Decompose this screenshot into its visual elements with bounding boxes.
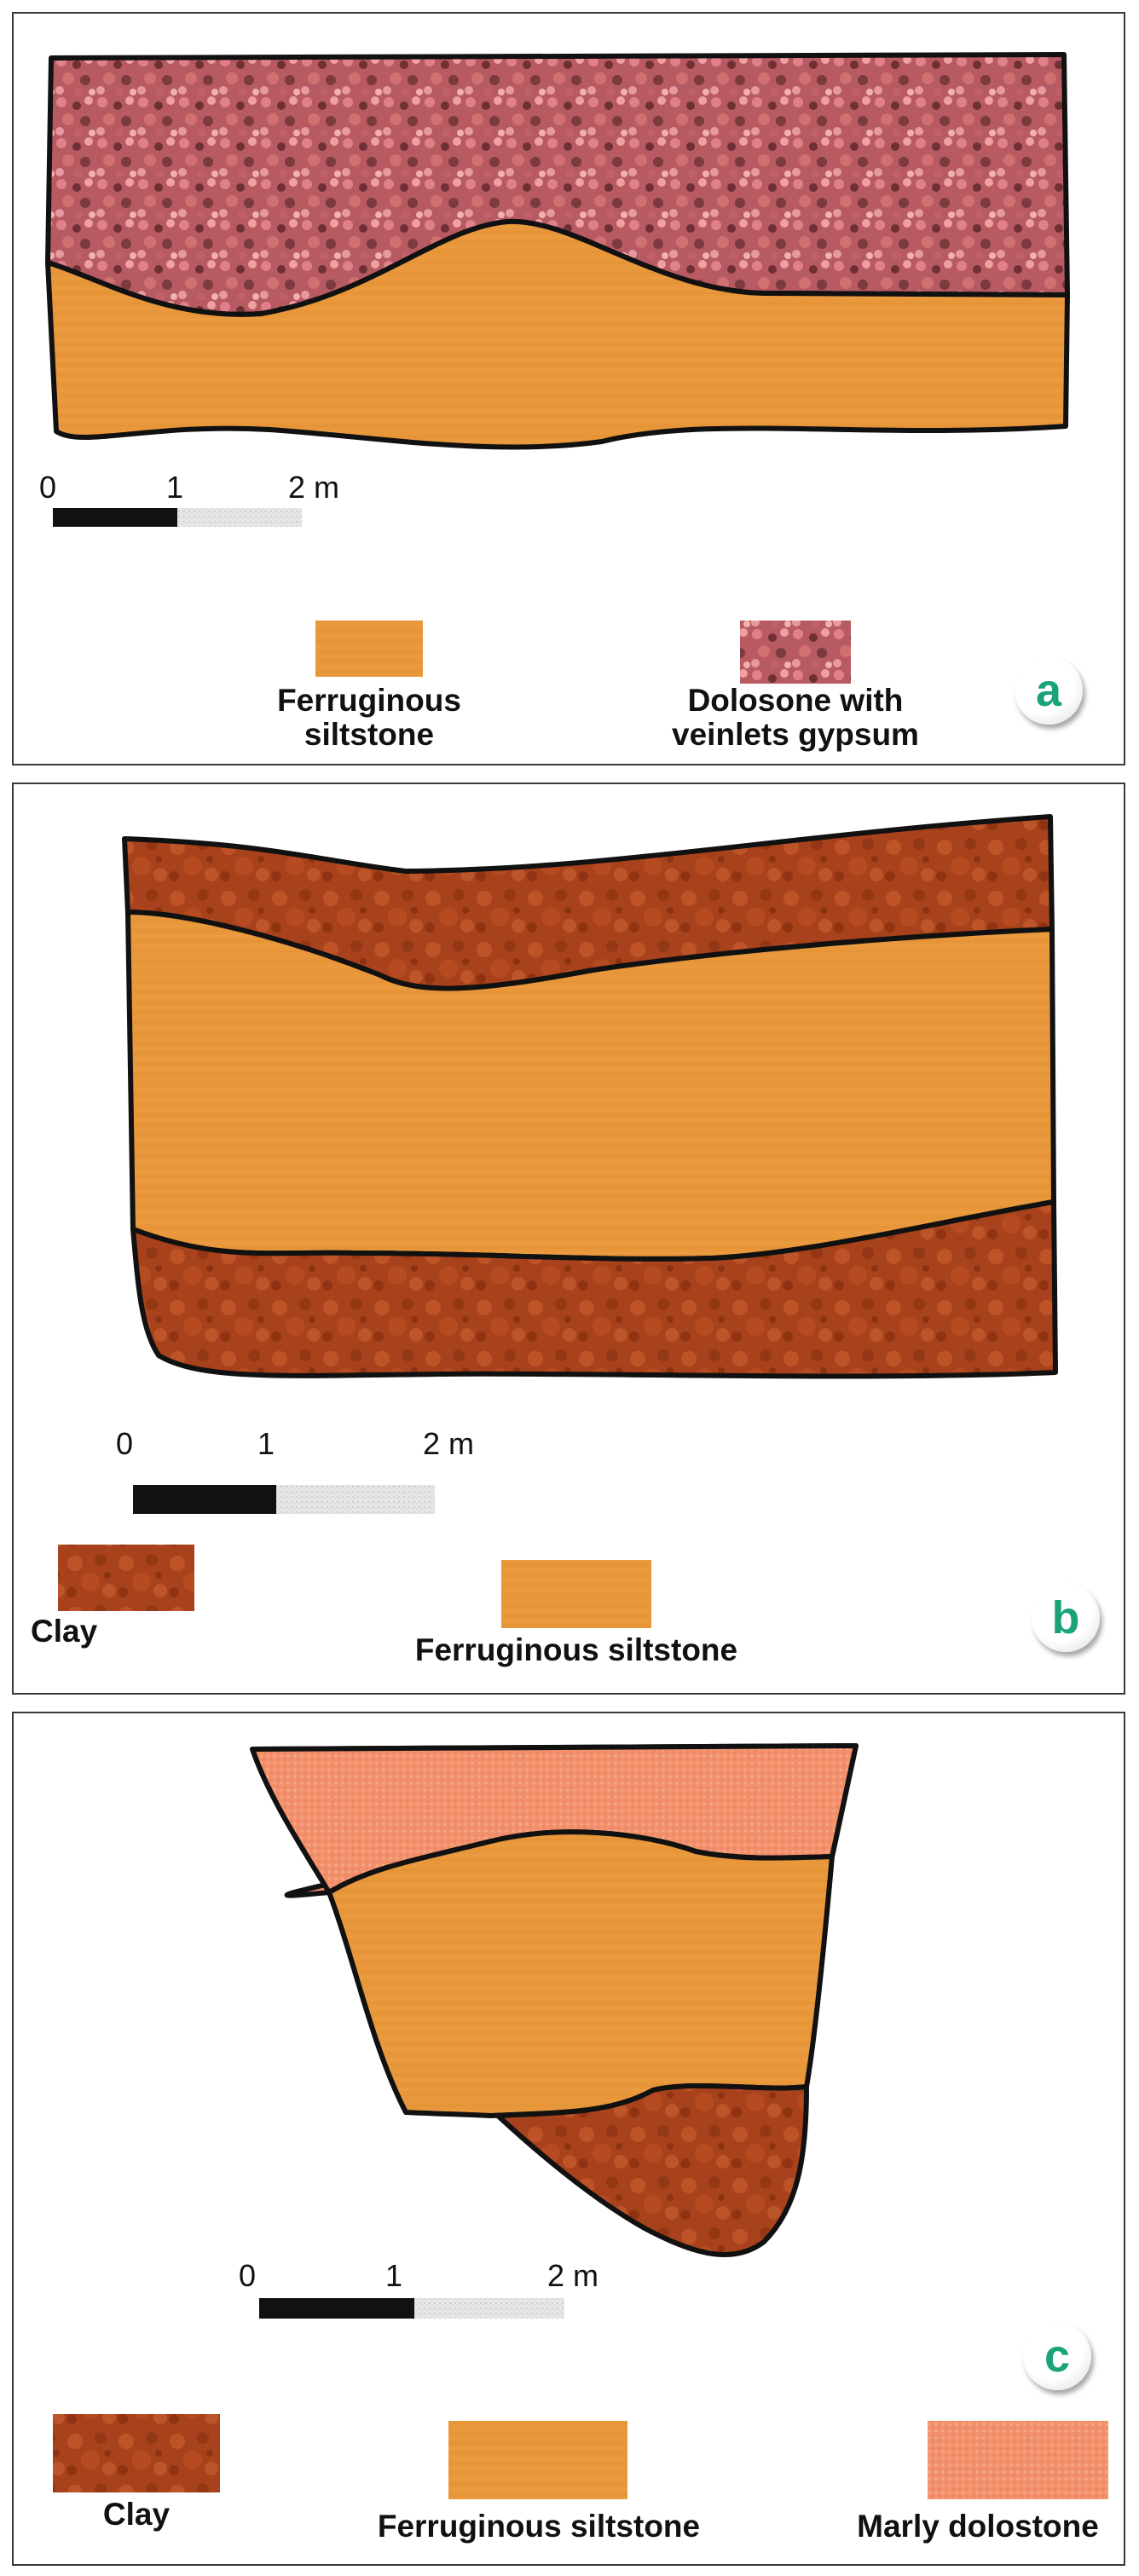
panel-a: 0 1 2 m Ferruginous siltstone Dolosone w… — [12, 12, 1125, 765]
scale-label-0: 0 — [39, 470, 57, 505]
scale-label-2m: 2 m — [423, 1426, 475, 1461]
scale-bar-black — [259, 2298, 414, 2319]
section-c-drawing — [53, 1743, 1108, 2499]
scale-bar-black — [53, 508, 177, 527]
panel-b: 0 1 2 m Clay Ferruginous siltstone b — [12, 783, 1125, 1695]
legend-label-clay: Clay — [102, 2497, 171, 2532]
scale-bar-grey — [276, 1485, 435, 1514]
legend-label-ferruginous: Ferruginous siltstone — [277, 683, 461, 752]
scale-label-2m: 2 m — [288, 470, 340, 505]
scale-label-2m: 2 m — [547, 2258, 599, 2293]
legend-label-marly: Marly dolostone — [857, 2509, 1099, 2544]
ferruginous-layer — [45, 218, 1070, 450]
ferruginous-layer — [327, 1829, 835, 2118]
legend-label-ferruginous: Ferruginous siltstone — [377, 2509, 701, 2544]
legend-swatch-ferruginous — [448, 2421, 627, 2499]
clay-layer — [495, 2082, 809, 2257]
legend-swatch-ferruginous — [501, 1560, 651, 1628]
scale-label-0: 0 — [116, 1426, 134, 1461]
panel-badge-a: a — [1015, 656, 1083, 725]
legend-swatch-ferruginous — [315, 621, 423, 677]
scale-label-1: 1 — [385, 2258, 403, 2293]
legend-swatch-marly — [928, 2421, 1108, 2499]
scale-label-1: 1 — [166, 470, 184, 505]
scale-bar-grey — [177, 508, 302, 527]
section-a-drawing — [45, 52, 1070, 684]
panel-badge-c: c — [1023, 2322, 1091, 2390]
panel-badge-b: b — [1032, 1584, 1100, 1652]
legend-label-dolosone: Dolosone with veinlets gypsum — [672, 683, 919, 752]
clay-bottom-layer — [130, 1199, 1058, 1379]
legend-label-clay: Clay — [31, 1614, 98, 1649]
legend-swatch-clay — [53, 2414, 220, 2492]
legend-label-ferruginous: Ferruginous siltstone — [414, 1632, 738, 1667]
section-b-drawing — [58, 814, 1058, 1628]
scale-label-0: 0 — [239, 2258, 257, 2293]
scale-bar-black — [133, 1485, 276, 1514]
legend-swatch-dolosone — [740, 621, 851, 684]
panel-c: 0 1 2 m Clay Ferruginous siltstone Marly… — [12, 1712, 1125, 2566]
legend-swatch-clay — [58, 1545, 194, 1611]
scale-bar-grey — [414, 2298, 564, 2319]
scale-label-1: 1 — [257, 1426, 275, 1461]
